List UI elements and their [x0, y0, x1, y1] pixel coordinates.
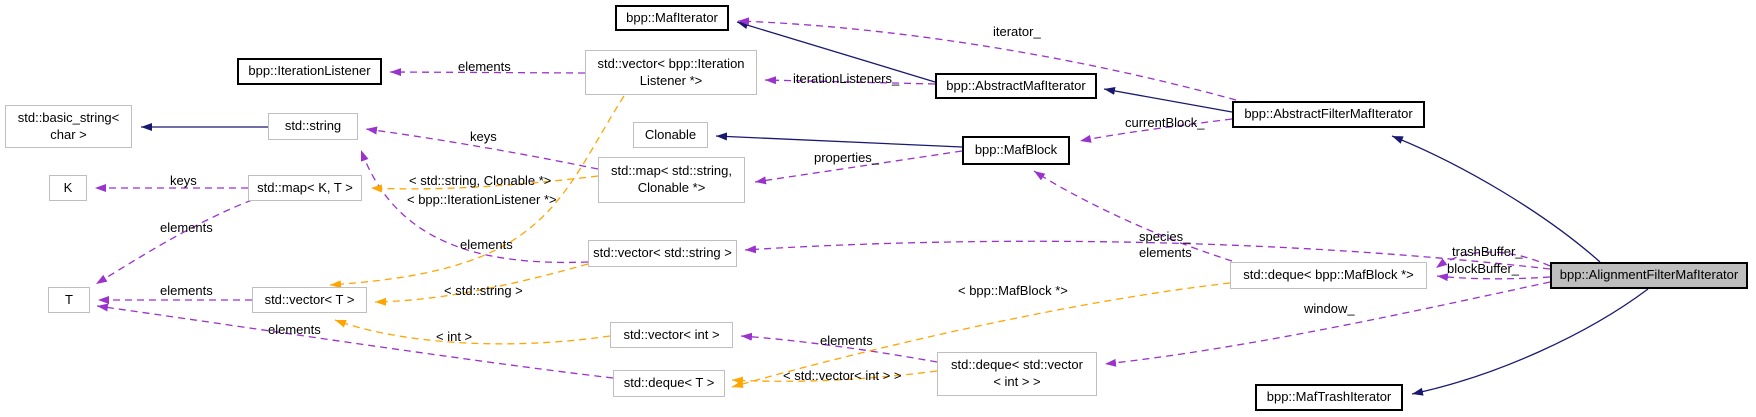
class-node-std-vector-string: std::vector< std::string >: [588, 240, 737, 267]
class-node-k: K: [49, 175, 87, 201]
class-node-bpp-alignmentfiltermafiterator: bpp::AlignmentFilterMafIterator: [1550, 262, 1748, 289]
edge-inherit-mafblock-clonable: [715, 132, 963, 148]
class-node-bpp-iterationlistener[interactable]: bpp::IterationListener: [237, 58, 382, 85]
edge-use-abstractfilter-mafiterator: [737, 17, 1237, 101]
edge-use-alignmentfilter-vecstring-species: [744, 240, 1551, 270]
class-node-std-map-k-t: std::map< K, T >: [248, 175, 362, 201]
edge-use-dequemafblock-mafblock: [1033, 170, 1233, 262]
edge-label-elements-dequevecint: elements: [820, 333, 873, 348]
class-node-bpp-maftrashiterator[interactable]: bpp::MafTrashIterator: [1255, 384, 1403, 411]
edge-label-properties: properties_: [814, 150, 880, 165]
edge-tmpl-vecstring-vect: [374, 263, 589, 306]
edge-use-abstractfilter-mafblock: [1079, 118, 1233, 143]
edge-label-tmpl-vec-string: < std::string >: [444, 283, 523, 298]
edge-label-keys-mapsc: keys: [470, 129, 497, 144]
edge-use-alignmentfilter-dequemafblock-block: [1436, 273, 1551, 282]
edge-label-elements-vect: elements: [160, 283, 213, 298]
edge-label-elements-dequet: elements: [268, 322, 321, 337]
edge-use-vecstring-string: [360, 149, 589, 264]
edge-label-trashbuffer: trashBuffer_: [1452, 244, 1523, 259]
edge-inherit-alignmentfilter-maftrash: [1411, 288, 1649, 396]
edge-inherit-abstractfilter-abstractmaf: [1103, 87, 1233, 113]
class-node-std-string: std::string: [268, 113, 358, 140]
edge-label-tmpl-deque-vecint: < std::vector< int > >: [783, 368, 902, 383]
edge-tmpl-veciterlist-vect: [329, 95, 625, 289]
edge-use-veciterlist-iterationlistener: [389, 68, 586, 77]
edge-label-elements-mapkt: elements: [160, 220, 213, 235]
edge-tmpl-dequemafblock-dequet: [731, 282, 1231, 388]
edge-label-elements-veciterlist: elements: [458, 59, 511, 74]
class-node-bpp-mafblock[interactable]: bpp::MafBlock: [962, 136, 1070, 165]
class-node-bpp-abstractfiltermafiterator[interactable]: bpp::AbstractFilterMafIterator: [1232, 101, 1425, 128]
class-node-std-basic-string: std::basic_string< char >: [5, 105, 132, 148]
edge-inherit-alignmentfilter-abstractfilter: [1391, 135, 1601, 263]
edge-use-dequevecint-vecint: [740, 332, 938, 363]
edge-label-tmpl-deque-mafblock: < bpp::MafBlock *>: [958, 283, 1068, 298]
class-node-std-deque-vector-int: std::deque< std::vector < int > >: [937, 352, 1097, 396]
edge-label-tmpl-vec-int: < int >: [436, 329, 473, 344]
edge-label-keys-mapkt: keys: [170, 173, 197, 188]
class-node-bpp-abstractmafiterator[interactable]: bpp::AbstractMafIterator: [935, 73, 1097, 99]
edge-label-blockbuffer: blockBuffer_: [1447, 261, 1520, 276]
class-node-std-vector-int: std::vector< int >: [610, 322, 733, 348]
class-node-std-deque-mafblock: std::deque< bpp::MafBlock *>: [1230, 262, 1427, 289]
edge-use-alignmentfilter-dequemafblock-trash: [1435, 251, 1551, 269]
class-node-std-deque-t: std::deque< T >: [613, 370, 725, 397]
edge-inherit-abstractmaf-mafiterator: [736, 21, 936, 83]
class-node-std-vector-iterationlistener: std::vector< bpp::Iteration Listener *>: [585, 50, 757, 95]
edge-use-mafblock-mapsc: [754, 150, 963, 185]
class-node-clonable: Clonable: [633, 122, 708, 148]
edge-tmpl-mapsc-mapkt: [370, 175, 599, 193]
edge-label-elements-vecstring: elements: [460, 237, 513, 252]
edge-label-tmpl-map-sc: < std::string, Clonable *>: [409, 173, 552, 188]
edge-label-currentblock: currentBlock_: [1125, 115, 1205, 130]
edge-label-elements-dequemafblock: elements: [1139, 245, 1192, 260]
class-node-t: T: [48, 287, 90, 313]
edge-use-alignmentfilter-dequevecint-window: [1104, 281, 1551, 367]
edge-use-dequet-t: [96, 303, 614, 379]
edge-label-species: species_: [1139, 229, 1191, 244]
edge-label-iterationlisteners: iterationListeners_: [793, 71, 900, 86]
edge-use-abstractmaf-veciterlist: [764, 76, 936, 85]
edge-label-iterator: iterator_: [993, 24, 1041, 39]
edge-tmpl-vecint-vect: [334, 319, 611, 345]
edge-label-tmpl-vec-iterlist: < bpp::IterationListener *>: [407, 192, 557, 207]
class-node-bpp-mafiterator[interactable]: bpp::MafIterator: [615, 5, 729, 31]
class-node-std-map-string-clonable: std::map< std::string, Clonable *>: [598, 157, 745, 203]
class-node-std-vector-t: std::vector< T >: [252, 287, 367, 313]
edge-use-mapkt-t: [95, 199, 253, 285]
edge-label-window: window_: [1304, 301, 1355, 316]
